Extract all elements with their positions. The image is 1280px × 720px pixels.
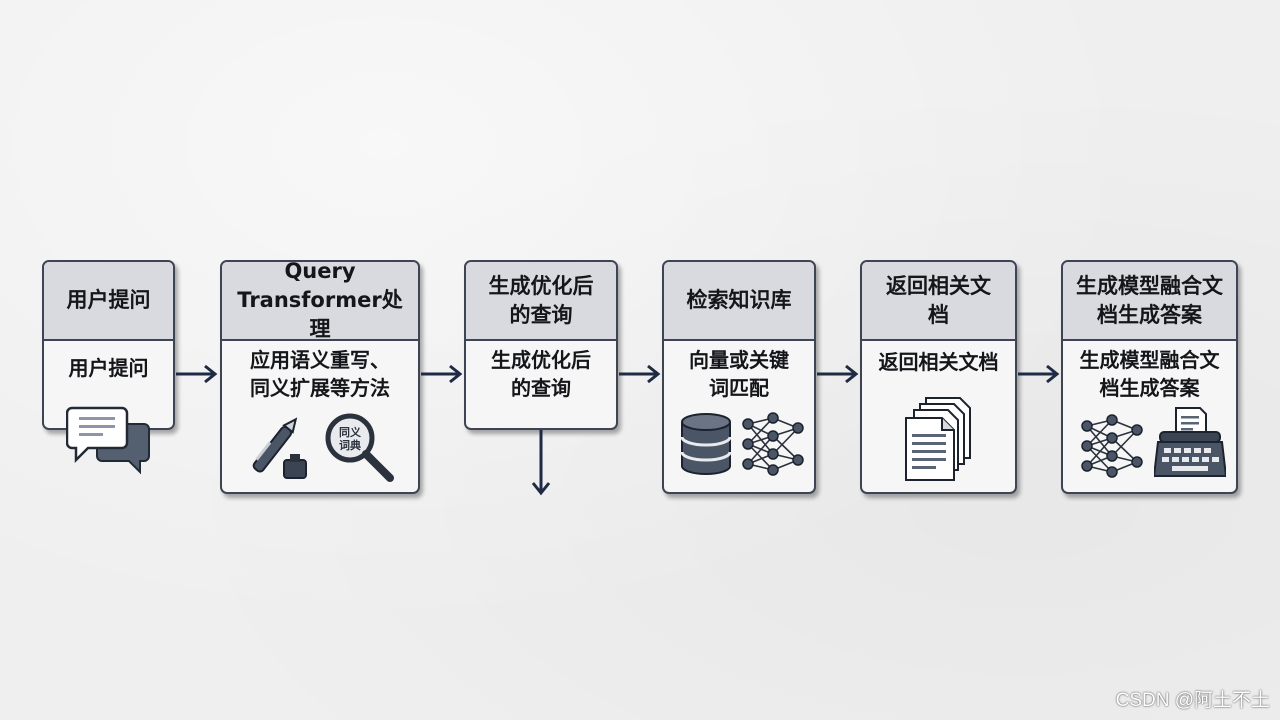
chat-bubbles-icon <box>66 406 150 475</box>
arrow-4-to-5 <box>817 364 859 384</box>
step-desc-4: 向量或关键词匹配 <box>689 348 789 400</box>
pen-and-ink-icon <box>252 417 307 479</box>
step-title-text-2: Query Transformer处理 <box>237 260 403 341</box>
arrow-5-to-6 <box>1018 364 1060 384</box>
step-title-6: 生成模型融合文档生成答案 <box>1063 262 1236 341</box>
step-desc-2: 应用语义重写、同义扩展等方法 <box>250 348 390 400</box>
step-title-text-4: 检索知识库 <box>686 288 792 312</box>
step-desc-5: 返回相关文档 <box>878 350 999 374</box>
neural-network-icon <box>1081 414 1143 478</box>
svg-text:词典: 词典 <box>339 438 361 452</box>
neural-network-icon <box>742 412 804 476</box>
step-title-text-6: 生成模型融合文档生成答案 <box>1076 273 1223 327</box>
step-title-2: Query Transformer处理 <box>222 262 418 341</box>
step-box-5: 返回相关文档 返回相关文档 <box>860 260 1017 494</box>
step-title-text-3: 生成优化后的查询 <box>488 273 594 327</box>
arrow-2-to-3 <box>421 364 463 384</box>
step-title-5: 返回相关文档 <box>862 262 1015 341</box>
step-box-2: Query Transformer处理 应用语义重写、同义扩展等方法 <box>220 260 420 494</box>
typewriter-icon <box>1154 407 1226 477</box>
magnifier-text: 同义 <box>339 425 362 439</box>
step-box-6: 生成模型融合文档生成答案 生成模型融合文档生成答案 <box>1061 260 1238 494</box>
step-title-text-5: 返回相关文档 <box>886 273 991 327</box>
step-desc-6: 生成模型融合文档生成答案 <box>1079 348 1220 400</box>
step-title-1: 用户提问 <box>44 262 173 341</box>
arrow-3-to-4 <box>619 364 661 384</box>
documents-icon <box>905 397 971 481</box>
step-title-3: 生成优化后的查询 <box>466 262 616 341</box>
step-desc-1: 用户提问 <box>68 356 149 380</box>
step-box-4: 检索知识库 向量或关键词匹配 <box>662 260 816 494</box>
step-title-4: 检索知识库 <box>664 262 814 341</box>
magnifier-icon: 同义 词典 <box>325 413 394 482</box>
step-desc-3: 生成优化后的查询 <box>491 348 591 400</box>
watermark: CSDN @阿土不土 <box>1115 690 1270 711</box>
arrow-1-to-2 <box>176 364 218 384</box>
database-icon <box>680 413 732 475</box>
step-title-text-1: 用户提问 <box>66 288 151 312</box>
arrow-down <box>531 430 551 496</box>
step-box-3: 生成优化后的查询 生成优化后的查询 <box>464 260 618 430</box>
step-box-1: 用户提问 用户提问 <box>42 260 175 430</box>
